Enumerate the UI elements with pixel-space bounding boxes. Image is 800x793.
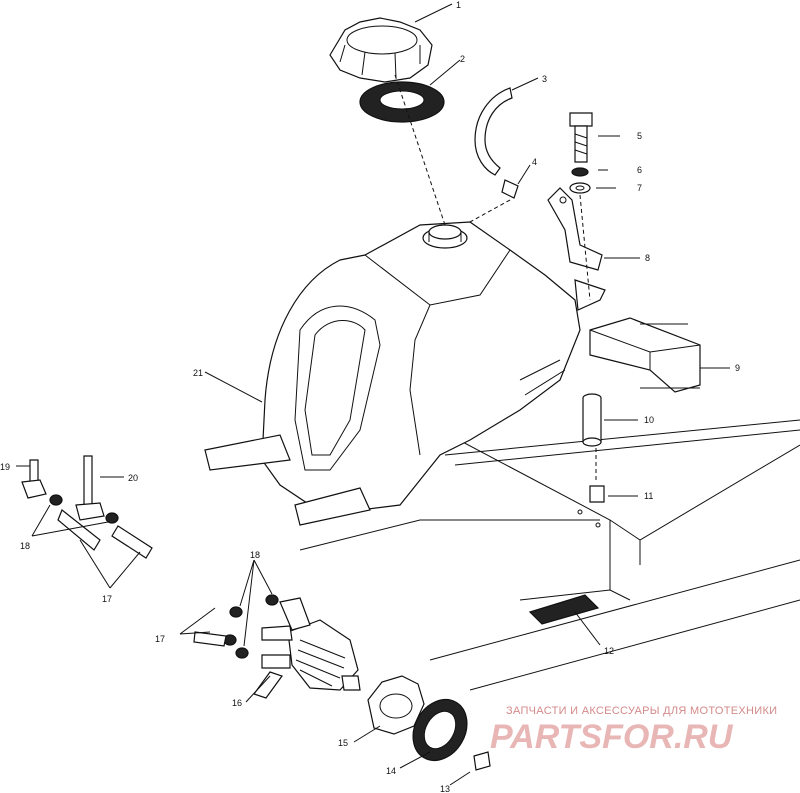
frame-rails	[299, 419, 800, 691]
callout-15: 15	[338, 738, 348, 748]
callout-7: 7	[637, 183, 642, 193]
callout-labels: 1 2 3 4 5 6 7 8 9 10 11 12 13 14 15 16 1…	[0, 0, 740, 793]
hose-set-17a	[57, 509, 153, 559]
vent-fitting	[501, 179, 519, 199]
callout-10: 10	[644, 415, 654, 425]
tee-fitting	[75, 455, 105, 521]
callout-3: 3	[542, 74, 547, 84]
callout-5: 5	[637, 131, 642, 141]
callout-16: 16	[232, 698, 242, 708]
elbow-fitting	[21, 459, 47, 499]
vent-hose	[474, 87, 513, 176]
bolt	[569, 112, 593, 163]
callout-13: 13	[440, 784, 450, 793]
callout-21: 21	[193, 368, 203, 378]
watermark-logo: PARTSFOR.RU	[490, 718, 734, 756]
grommet	[589, 485, 605, 503]
callout-2: 2	[460, 54, 465, 64]
callout-12: 12	[604, 646, 614, 656]
clamp-set-18b	[223, 594, 279, 659]
filler-nut	[367, 675, 425, 735]
callout-1: 1	[456, 0, 461, 10]
callout-18-upper: 18	[20, 541, 30, 551]
callout-4: 4	[532, 157, 537, 167]
decal	[528, 594, 600, 625]
support-block	[589, 317, 701, 393]
fuel-tank	[204, 221, 606, 526]
callout-9: 9	[735, 363, 740, 373]
watermark-caption: ЗАПЧАСТИ И АКСЕССУАРЫ ДЛЯ МОТОТЕХНИКИ	[506, 705, 777, 717]
callout-17-lower: 17	[155, 634, 165, 644]
valve-outlet-hose	[253, 671, 283, 699]
callout-19: 19	[0, 462, 10, 472]
clamp-set-18a	[49, 494, 119, 524]
mount-bracket	[547, 187, 603, 271]
watermark: ЗАПЧАСТИ И АКСЕССУАРЫ ДЛЯ МОТОТЕХНИКИ PA…	[490, 705, 777, 756]
callout-8: 8	[645, 253, 650, 263]
filler-gasket	[412, 698, 468, 762]
leader-lines	[16, 3, 730, 786]
fuel-cap	[329, 17, 433, 83]
spacer-tube	[582, 393, 602, 447]
fuel-valve	[261, 597, 361, 691]
callout-18-lower: 18	[250, 550, 260, 560]
cap-gasket	[359, 81, 445, 123]
callout-11: 11	[644, 491, 653, 501]
lock-washer	[571, 167, 589, 177]
callout-20: 20	[128, 473, 138, 483]
callout-14: 14	[386, 766, 396, 776]
callout-6: 6	[637, 165, 642, 175]
screw	[473, 751, 491, 771]
callout-17-upper: 17	[102, 594, 112, 604]
washer	[569, 182, 591, 194]
hose-set-17b	[193, 631, 227, 647]
